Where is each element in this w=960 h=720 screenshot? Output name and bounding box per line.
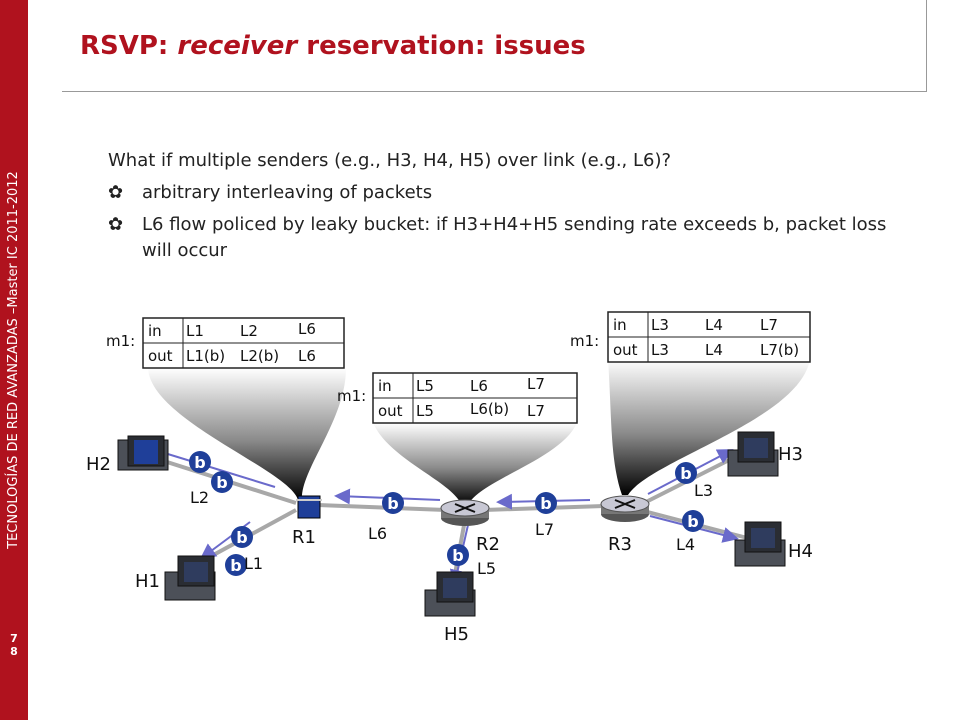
- forwarding-table-r1: m1: in L1 L2 L6 out L1(b) L2(b) L6: [106, 317, 345, 369]
- table-cell: in: [613, 316, 627, 334]
- bucket-label: b: [687, 512, 698, 531]
- bucket-icon: [231, 526, 253, 548]
- router-r3-icon: [600, 495, 650, 522]
- router-r1-icon: [296, 495, 322, 519]
- table-cell: in: [148, 322, 162, 340]
- table-cell: L7(b): [760, 341, 799, 359]
- table-label: m1:: [337, 387, 366, 405]
- title-suffix: reservation: issues: [297, 31, 586, 61]
- table-cell: L7: [760, 316, 778, 334]
- bucket-label: b: [230, 556, 241, 575]
- table-cell: L7: [527, 402, 545, 420]
- bucket-icon: [189, 451, 211, 473]
- bucket-label: b: [236, 528, 247, 547]
- router-r2-icon: [440, 499, 490, 526]
- table-cell: L6(b): [470, 400, 509, 418]
- link-label-l4: L4: [676, 535, 695, 554]
- bucket-label: b: [194, 453, 205, 472]
- host-label-h3: H3: [778, 444, 803, 465]
- link-label-l5: L5: [477, 559, 496, 578]
- bullet-item: ✿ arbitrary interleaving of packets: [108, 180, 908, 206]
- title-rule-horizontal: [62, 91, 927, 92]
- title-prefix: RSVP:: [80, 31, 178, 61]
- table-label: m1:: [570, 332, 599, 350]
- table-cell: L3: [651, 341, 669, 359]
- table-cell: L1: [186, 322, 204, 340]
- bucket-label: b: [540, 494, 551, 513]
- host-label-h4: H4: [788, 541, 813, 562]
- sidebar: TECNOLOGÍAS DE RED AVANZADAS –Master IC …: [0, 0, 28, 720]
- table-cell: out: [148, 347, 173, 365]
- link-label-l6: L6: [368, 524, 387, 543]
- forwarding-table-r2: m1: in L5 L6 L7 out L5 L6(b) L7: [337, 372, 578, 424]
- bullet-icon: ✿: [108, 182, 124, 203]
- link-label-l1: L1: [244, 554, 263, 573]
- title-emphasis: receiver: [177, 31, 298, 61]
- table-cell: L5: [416, 377, 434, 395]
- table-cell: L4: [705, 341, 723, 359]
- link-label-l3: L3: [694, 481, 713, 500]
- host-h1-icon: [164, 555, 216, 601]
- router-label-r3: R3: [608, 534, 632, 555]
- router-label-r1: R1: [292, 527, 316, 548]
- host-h5-icon: [424, 571, 476, 617]
- table-cell: L3: [651, 316, 669, 334]
- bucket-icon: [447, 544, 469, 566]
- page-number: 7 8: [10, 632, 18, 658]
- host-label-h5: H5: [444, 624, 469, 645]
- bucket-label: b: [680, 464, 691, 483]
- host-label-h2: H2: [86, 454, 111, 475]
- table-cell: L2(b): [240, 347, 279, 365]
- host-h2-icon: [117, 435, 169, 471]
- link-r1-r2: [317, 503, 447, 512]
- host-label-h1: H1: [135, 571, 160, 592]
- table-cell: L4: [705, 316, 723, 334]
- forwarding-table-r3: m1: in L3 L4 L7 out L3 L4 L7(b): [570, 311, 811, 363]
- bucket-icon: [211, 471, 233, 493]
- table-cell: L1(b): [186, 347, 225, 365]
- question-text: What if multiple senders (e.g., H3, H4, …: [108, 150, 672, 171]
- bullet-text: arbitrary interleaving of packets: [142, 182, 433, 203]
- bucket-icon: [535, 492, 557, 514]
- table-cell: L6: [298, 320, 316, 338]
- bucket-label: b: [452, 546, 463, 565]
- table-funnel-r3: [608, 359, 810, 495]
- slide-title: RSVP: receiver reservation: issues: [80, 31, 586, 61]
- bucket-label: b: [216, 473, 227, 492]
- bucket-icon: [682, 510, 704, 532]
- table-cell: in: [378, 377, 392, 395]
- table-cell: out: [613, 341, 638, 359]
- link-label-l7: L7: [535, 520, 554, 539]
- bucket-icon: [675, 462, 697, 484]
- router-label-r2: R2: [476, 534, 500, 555]
- host-h3-icon: [727, 431, 779, 477]
- bucket-icon: [225, 554, 247, 576]
- bullet-text: L6 flow policed by leaky bucket: if H3+H…: [142, 214, 887, 261]
- table-cell: L6: [298, 347, 316, 365]
- title-rule-vertical: [926, 0, 927, 92]
- link-label-l2: L2: [190, 488, 209, 507]
- table-cell: L5: [416, 402, 434, 420]
- table-cell: L7: [527, 375, 545, 393]
- bucket-label: b: [387, 494, 398, 513]
- table-label: m1:: [106, 332, 135, 350]
- host-h4-icon: [734, 521, 786, 567]
- bullet-item: ✿ L6 flow policed by leaky bucket: if H3…: [108, 212, 908, 264]
- table-funnel-r1: [148, 368, 346, 500]
- bucket-icon: [382, 492, 404, 514]
- table-cell: out: [378, 402, 403, 420]
- table-cell: L2: [240, 322, 258, 340]
- table-funnel-r2: [373, 423, 577, 505]
- table-cell: L6: [470, 377, 488, 395]
- slide-body: What if multiple senders (e.g., H3, H4, …: [108, 148, 908, 264]
- bullet-icon: ✿: [108, 214, 124, 235]
